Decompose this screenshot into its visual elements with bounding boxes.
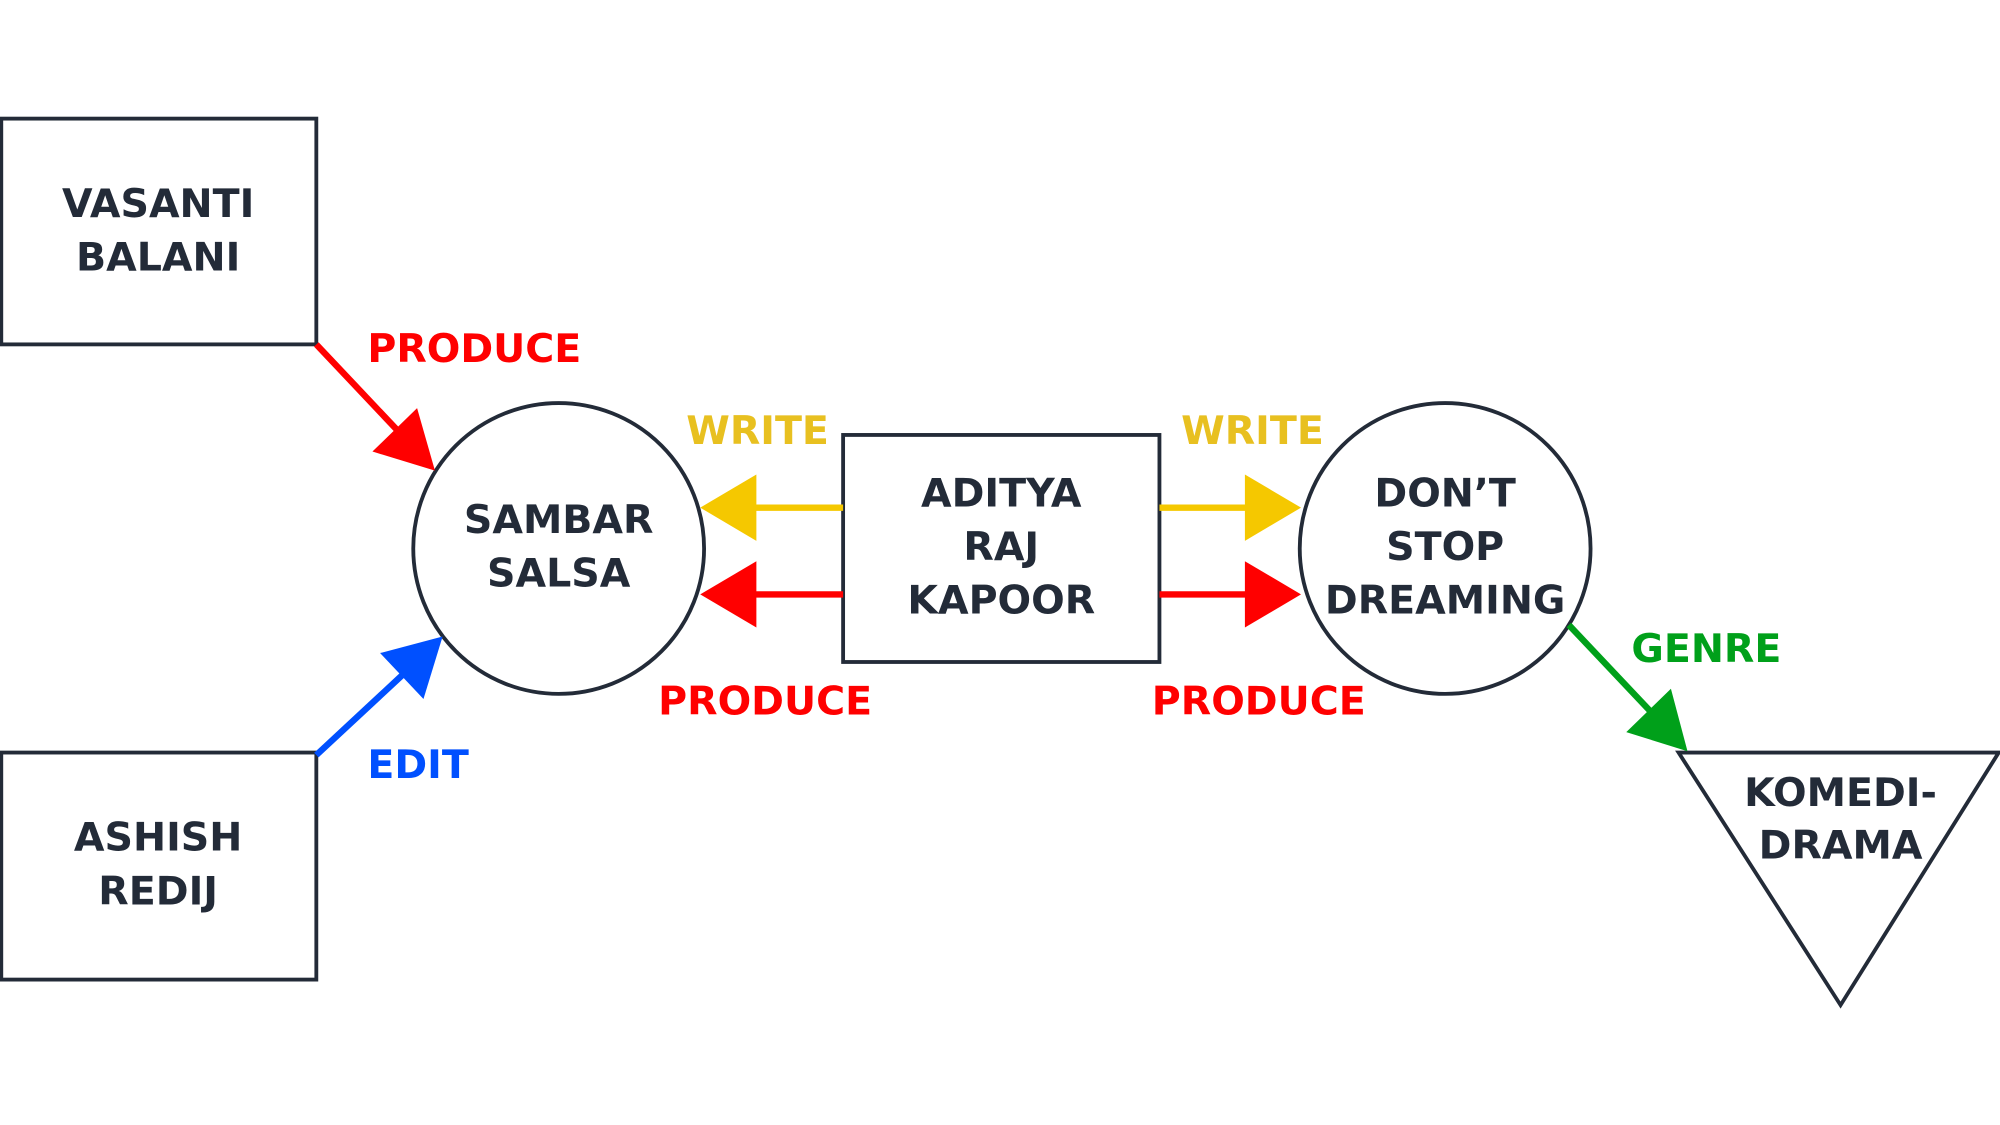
node-sambar-salsa[interactable]: SAMBAR SALSA xyxy=(411,401,706,696)
node-dont-stop-dreaming[interactable]: DON’T STOP DREAMING xyxy=(1297,401,1593,696)
edge-label-edit: EDIT xyxy=(367,742,469,788)
node-komedi-drama[interactable]: KOMEDI- DRAMA xyxy=(1675,750,2000,1009)
edge-label-write: WRITE xyxy=(1181,408,1324,454)
edge-aditya-write-sambar xyxy=(700,474,844,541)
node-label: DON’T xyxy=(1374,470,1516,516)
node-label: DREAMING xyxy=(1325,578,1565,624)
node-ashish-redij[interactable]: ASHISH REDIJ xyxy=(0,750,319,982)
edge-label-produce: PRODUCE xyxy=(367,326,581,372)
node-label: SALSA xyxy=(487,551,631,597)
node-label: BALANI xyxy=(76,234,240,280)
node-label: ASHISH xyxy=(74,815,242,861)
arrowhead-icon xyxy=(1626,688,1688,752)
arrowhead-icon xyxy=(700,561,757,628)
edge-dont-genre-komedi xyxy=(1566,622,1688,752)
node-label: REDIJ xyxy=(98,868,218,914)
node-label: ADITYA xyxy=(921,470,1082,516)
node-label: RAJ xyxy=(963,524,1039,570)
edge-aditya-produce-dont xyxy=(1159,561,1302,628)
edge-label-produce: PRODUCE xyxy=(658,678,872,724)
node-vasanti-balani[interactable]: VASANTI BALANI xyxy=(0,116,319,347)
arrowhead-icon xyxy=(380,636,443,699)
arrowhead-icon xyxy=(372,408,435,471)
edge-label-write: WRITE xyxy=(686,408,829,454)
edge-label-produce: PRODUCE xyxy=(1152,678,1366,724)
arrowhead-icon xyxy=(1244,474,1302,541)
edge-aditya-write-dont xyxy=(1159,474,1302,541)
node-label: VASANTI xyxy=(62,181,254,227)
node-label: DRAMA xyxy=(1759,822,1923,868)
node-aditya-raj-kapoor[interactable]: ADITYA RAJ KAPOOR xyxy=(841,433,1162,664)
edge-aditya-produce-sambar xyxy=(700,561,844,628)
edge-label-genre: GENRE xyxy=(1631,626,1781,672)
node-label: STOP xyxy=(1386,524,1504,570)
edge-ashish-edit-sambar xyxy=(314,636,443,758)
svg-text:KOMEDI-DRAMA: KOMEDI- DRAMA xyxy=(1744,770,1937,868)
arrowhead-icon xyxy=(1244,561,1302,628)
node-label: KAPOOR xyxy=(907,578,1095,624)
edge-vasanti-produce-sambar xyxy=(314,342,435,471)
arrowhead-icon xyxy=(700,474,757,541)
node-label: KOMEDI- xyxy=(1744,770,1937,816)
node-label: SAMBAR xyxy=(464,497,654,543)
